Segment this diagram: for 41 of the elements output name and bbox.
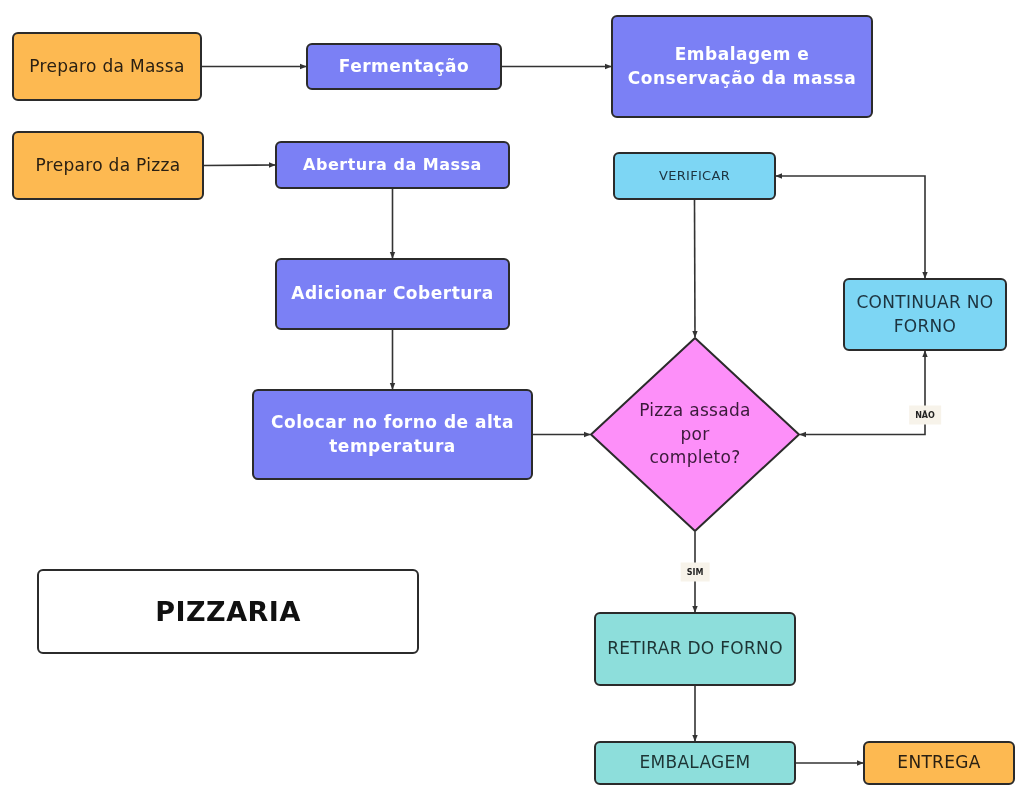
box-label: Embalagem e Conservação da massa xyxy=(626,42,858,90)
arrow xyxy=(389,188,396,259)
process-box xyxy=(611,15,873,118)
box-label: Abertura da Massa xyxy=(303,153,482,176)
arrow xyxy=(203,162,276,168)
process-box xyxy=(275,258,510,330)
process-box xyxy=(863,741,1015,785)
process-box xyxy=(37,569,419,654)
box-label: Preparo da Pizza xyxy=(35,153,181,177)
arrow xyxy=(501,63,612,70)
arrow xyxy=(692,199,698,338)
process-box xyxy=(12,131,204,200)
process-box xyxy=(613,152,776,200)
box-label: Adicionar Cobertura xyxy=(291,282,494,306)
box-label: CONTINUAR NO FORNO xyxy=(855,290,995,338)
arrow xyxy=(795,760,864,766)
box-label: Pizza assada por completo? xyxy=(638,398,752,470)
arrow xyxy=(532,431,591,438)
process-box xyxy=(275,141,510,189)
box-label: VERIFICAR xyxy=(659,166,730,185)
process-box xyxy=(306,43,502,90)
process-box xyxy=(594,741,796,785)
edge-label: SIM xyxy=(680,562,710,582)
edge-label: NÃO xyxy=(909,405,941,425)
box-label: RETIRAR DO FORNO xyxy=(607,637,783,661)
box-label: Preparo da Massa xyxy=(29,54,185,78)
arrow xyxy=(201,63,307,70)
arrow xyxy=(389,329,396,390)
arrow xyxy=(692,685,698,742)
arrow xyxy=(799,350,928,438)
decision-diamond xyxy=(590,337,800,532)
arrow xyxy=(775,173,928,279)
process-box xyxy=(12,32,202,101)
box-label: ENTREGA xyxy=(897,751,981,775)
box-label: PIZZARIA xyxy=(155,594,301,629)
box-label: Fermentação xyxy=(338,54,470,78)
process-box xyxy=(843,278,1007,351)
box-label: EMBALAGEM xyxy=(639,751,751,775)
process-box xyxy=(594,612,796,686)
process-box xyxy=(252,389,533,480)
box-label: Colocar no forno de alta temperatura xyxy=(270,410,515,458)
